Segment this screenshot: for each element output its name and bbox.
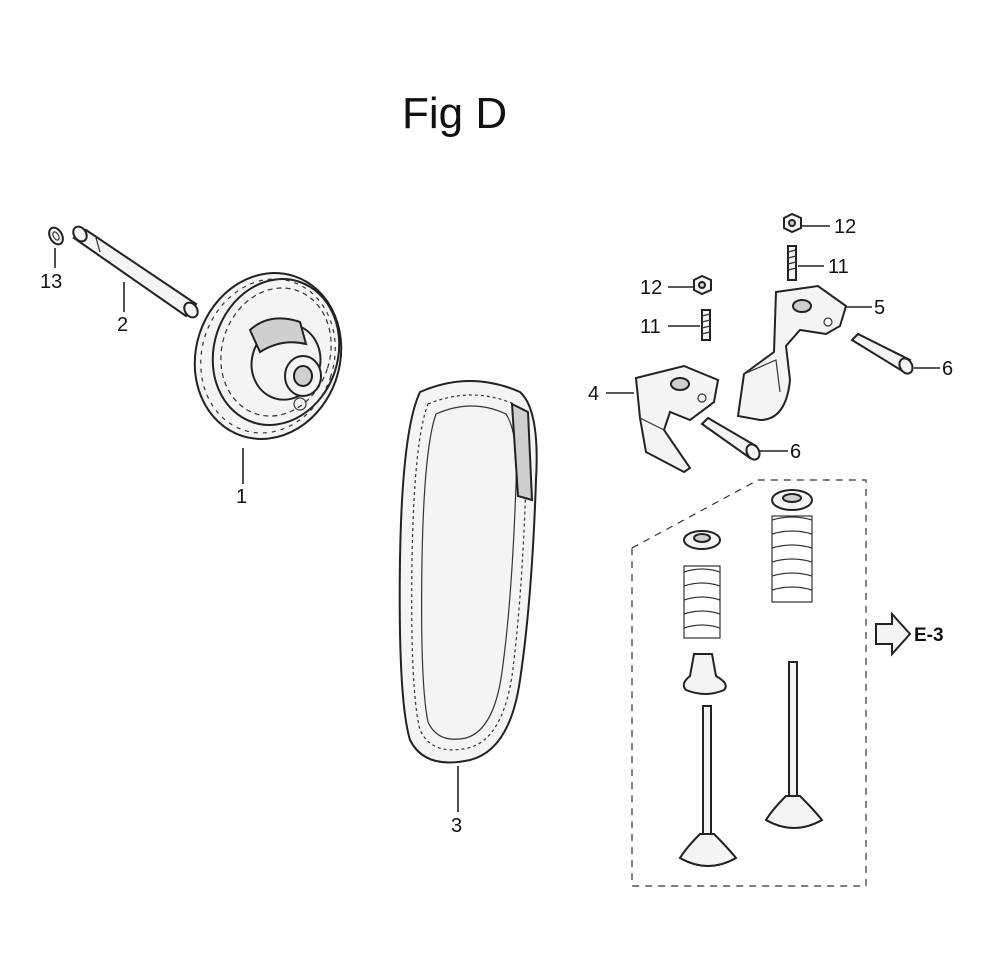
callout-5: 5 — [874, 297, 885, 319]
part-12-nut-right — [783, 212, 802, 234]
figure-title: Fig D — [402, 89, 507, 138]
callout-13: 13 — [40, 271, 62, 293]
callout-6-left: 6 — [790, 441, 801, 463]
part-2-shaft — [72, 225, 199, 319]
callout-2: 2 — [117, 314, 128, 336]
part-5-rocker-arm — [736, 284, 848, 422]
part-11-screw-right — [787, 245, 797, 281]
callout-1: 1 — [236, 486, 247, 508]
part-6-pin-right — [850, 332, 914, 375]
valve-assembly-group — [631, 479, 867, 887]
callout-3: 3 — [451, 815, 462, 837]
callout-11-left: 11 — [640, 316, 661, 338]
part-3-timing-belt — [398, 380, 538, 764]
part-1-cam-pulley — [193, 272, 343, 440]
part-13-washer — [48, 226, 64, 246]
part-6-pin-left — [700, 416, 761, 461]
callout-6-right: 6 — [942, 358, 953, 380]
reference-arrow-e3 — [875, 611, 912, 657]
callout-11-right: 11 — [828, 256, 849, 278]
part-12-nut-left — [693, 274, 712, 296]
part-4-rocker-arm — [634, 364, 720, 474]
reference-label-e3: E-3 — [914, 625, 944, 646]
callout-12-left: 12 — [640, 277, 662, 299]
callout-12-right: 12 — [834, 216, 856, 238]
part-11-screw-left — [701, 309, 711, 341]
callout-4: 4 — [588, 383, 599, 405]
